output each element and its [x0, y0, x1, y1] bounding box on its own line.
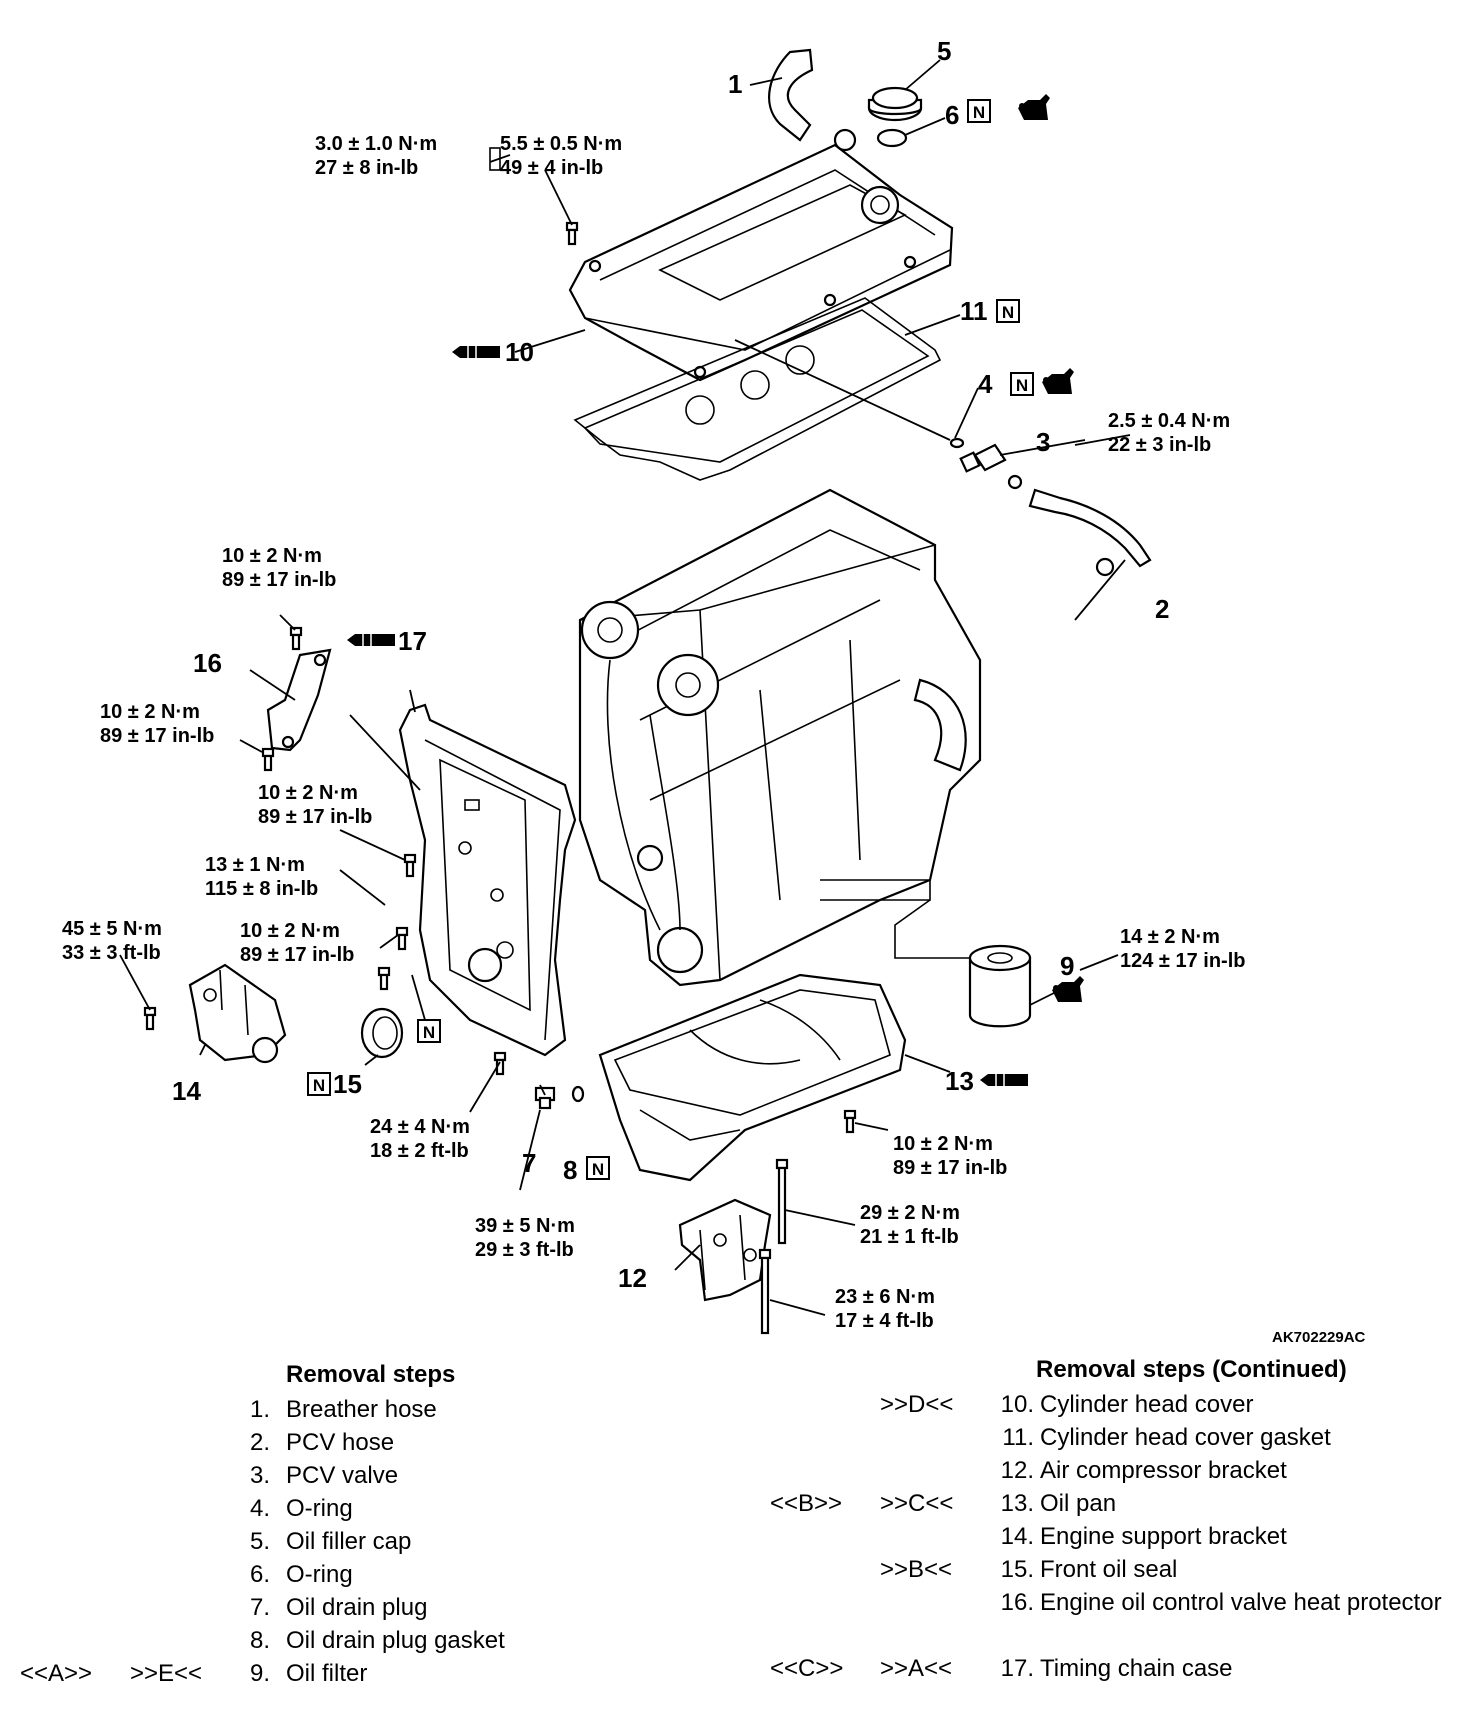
- oil-can-icon: [1018, 94, 1050, 120]
- torque-heat-protector-bottom: 10 ± 2 N·m 89 ± 17 in-lb: [100, 701, 214, 747]
- new-part-badge: N: [1010, 372, 1034, 396]
- step-row: 6.O-ring: [249, 1561, 353, 1588]
- engine-support-bracket: [188, 963, 287, 1064]
- svg-text:N: N: [592, 1160, 604, 1179]
- oil-drain-plug-gasket: [571, 1085, 585, 1103]
- callout-4: 4: [978, 369, 993, 399]
- new-part-badge: N: [996, 299, 1020, 323]
- torque-compressor-upper: 29 ± 2 N·m 21 ± 1 ft-lb: [860, 1202, 965, 1248]
- callout-11: 11: [960, 296, 988, 326]
- exploded-engine-diagram: N N N N N N: [62, 36, 1366, 1345]
- pcv-valve: [959, 443, 1007, 473]
- torque-support-bracket: 45 ± 5 N·m 33 ± 3 ft-lb: [62, 918, 167, 964]
- breather-hose: [768, 48, 814, 142]
- oil-can-icon: [1042, 368, 1074, 394]
- step-row: 1.Breather hose: [249, 1396, 437, 1423]
- engine-block: [578, 488, 982, 987]
- torque-cover-bolt-a: 3.0 ± 1.0 N·m 27 ± 8 in-lb: [315, 133, 443, 179]
- cylinder-head-cover-gasket: [573, 297, 942, 481]
- oil-filter: [968, 944, 1032, 1028]
- torque-pcv-valve: 2.5 ± 0.4 N·m 22 ± 3 in-lb: [1108, 410, 1236, 456]
- callout-9: 9: [1060, 951, 1074, 981]
- callout-2: 2: [1155, 594, 1169, 624]
- torque-chain-case-b: 13 ± 1 N·m 115 ± 8 in-lb: [205, 854, 318, 900]
- new-part-badge: N: [967, 99, 991, 123]
- torque-oil-filter: 14 ± 2 N·m 124 ± 17 in-lb: [1120, 926, 1245, 972]
- callout-3: 3: [1036, 427, 1050, 457]
- callout-1: 1: [728, 69, 742, 99]
- torque-oil-pan: 10 ± 2 N·m 89 ± 17 in-lb: [893, 1133, 1007, 1179]
- svg-text:N: N: [1016, 376, 1028, 395]
- new-part-badge: N: [307, 1072, 331, 1096]
- removal-steps-title: Removal steps: [286, 1361, 456, 1388]
- step-row: 5.Oil filler cap: [249, 1528, 412, 1555]
- removal-steps: Removal steps 1.Breather hose 2.PCV hose…: [20, 1358, 580, 1690]
- new-part-badge: N: [586, 1156, 610, 1180]
- torque-cover-bolt-b: 5.5 ± 0.5 N·m 49 ± 4 in-lb: [500, 133, 628, 179]
- step-row: >>B<<15.Front oil seal: [880, 1556, 1178, 1583]
- step-row: 8.Oil drain plug gasket: [249, 1627, 505, 1654]
- cylinder-head-cover: [568, 128, 954, 382]
- oil-drain-plug: [534, 1086, 556, 1110]
- callout-12: 12: [618, 1263, 647, 1293]
- sealant-icon: [451, 345, 501, 359]
- engine-oil-control-valve-heat-protector: [266, 648, 332, 752]
- step-row: <<B>>>>C<<13.Oil pan: [770, 1490, 1117, 1517]
- svg-text:N: N: [973, 103, 985, 122]
- step-row: 7.Oil drain plug: [249, 1594, 428, 1621]
- step-row: 3.PCV valve: [249, 1462, 399, 1489]
- callout-13: 13: [945, 1066, 974, 1096]
- front-oil-seal: [360, 1007, 404, 1059]
- callout-16: 16: [193, 648, 222, 678]
- callout-7: 7: [522, 1148, 536, 1178]
- torque-heat-protector-top: 10 ± 2 N·m 89 ± 17 in-lb: [222, 545, 336, 591]
- callout-10: 10: [505, 337, 534, 367]
- torque-drain-plug: 39 ± 5 N·m 29 ± 3 ft-lb: [475, 1215, 580, 1261]
- torque-chain-case-c: 10 ± 2 N·m 89 ± 17 in-lb: [240, 920, 354, 966]
- callout-17: 17: [398, 626, 427, 656]
- callout-6: 6: [945, 100, 959, 130]
- new-part-badge: N: [417, 1019, 441, 1043]
- o-ring-filler: [876, 128, 908, 148]
- step-row: 16.Engine oil control valve heat protect…: [1000, 1589, 1442, 1616]
- removal-steps-continued-title: Removal steps (Continued): [1036, 1356, 1347, 1383]
- step-row: <<C>>>>A<<17.Timing chain case: [770, 1655, 1233, 1682]
- air-compressor-bracket: [678, 1198, 772, 1302]
- step-row: 12.Air compressor bracket: [1000, 1457, 1287, 1484]
- leader-lines: [119, 59, 1131, 1316]
- o-ring-pcv: [949, 437, 965, 449]
- step-row: 11.Cylinder head cover gasket: [1002, 1424, 1331, 1451]
- step-row: 14.Engine support bracket: [1000, 1523, 1287, 1550]
- callout-14: 14: [172, 1076, 201, 1106]
- pcv-hose: [1028, 488, 1152, 568]
- compressor-bolt-long: [758, 1158, 789, 1335]
- torque-compressor-lower: 23 ± 6 N·m 17 ± 4 ft-lb: [835, 1286, 940, 1332]
- oil-pan: [598, 973, 907, 1182]
- removal-steps-continued: Removal steps (Continued) >>D<<10.Cylind…: [770, 1353, 1470, 1685]
- step-row: 2.PCV hose: [249, 1429, 395, 1456]
- callout-15: 15: [333, 1069, 362, 1099]
- step-row: <<A>>>>E<<9.Oil filter: [20, 1660, 368, 1687]
- step-row: >>D<<10.Cylinder head cover: [880, 1391, 1254, 1418]
- svg-text:N: N: [1002, 303, 1014, 322]
- callout-8: 8: [563, 1155, 577, 1185]
- step-row: 4.O-ring: [249, 1495, 353, 1522]
- svg-text:N: N: [313, 1076, 325, 1095]
- figure-id: AK702229AC: [1272, 1329, 1366, 1345]
- timing-chain-case: [398, 703, 577, 1057]
- callout-5: 5: [937, 36, 951, 66]
- svg-text:N: N: [423, 1023, 435, 1042]
- sealant-icon: [346, 633, 396, 647]
- oil-filler-cap: [867, 86, 923, 122]
- torque-chain-case-a: 10 ± 2 N·m 89 ± 17 in-lb: [258, 782, 372, 828]
- sealant-icon: [979, 1073, 1029, 1087]
- torque-chain-case-lower: 24 ± 4 N·m 18 ± 2 ft-lb: [370, 1116, 475, 1162]
